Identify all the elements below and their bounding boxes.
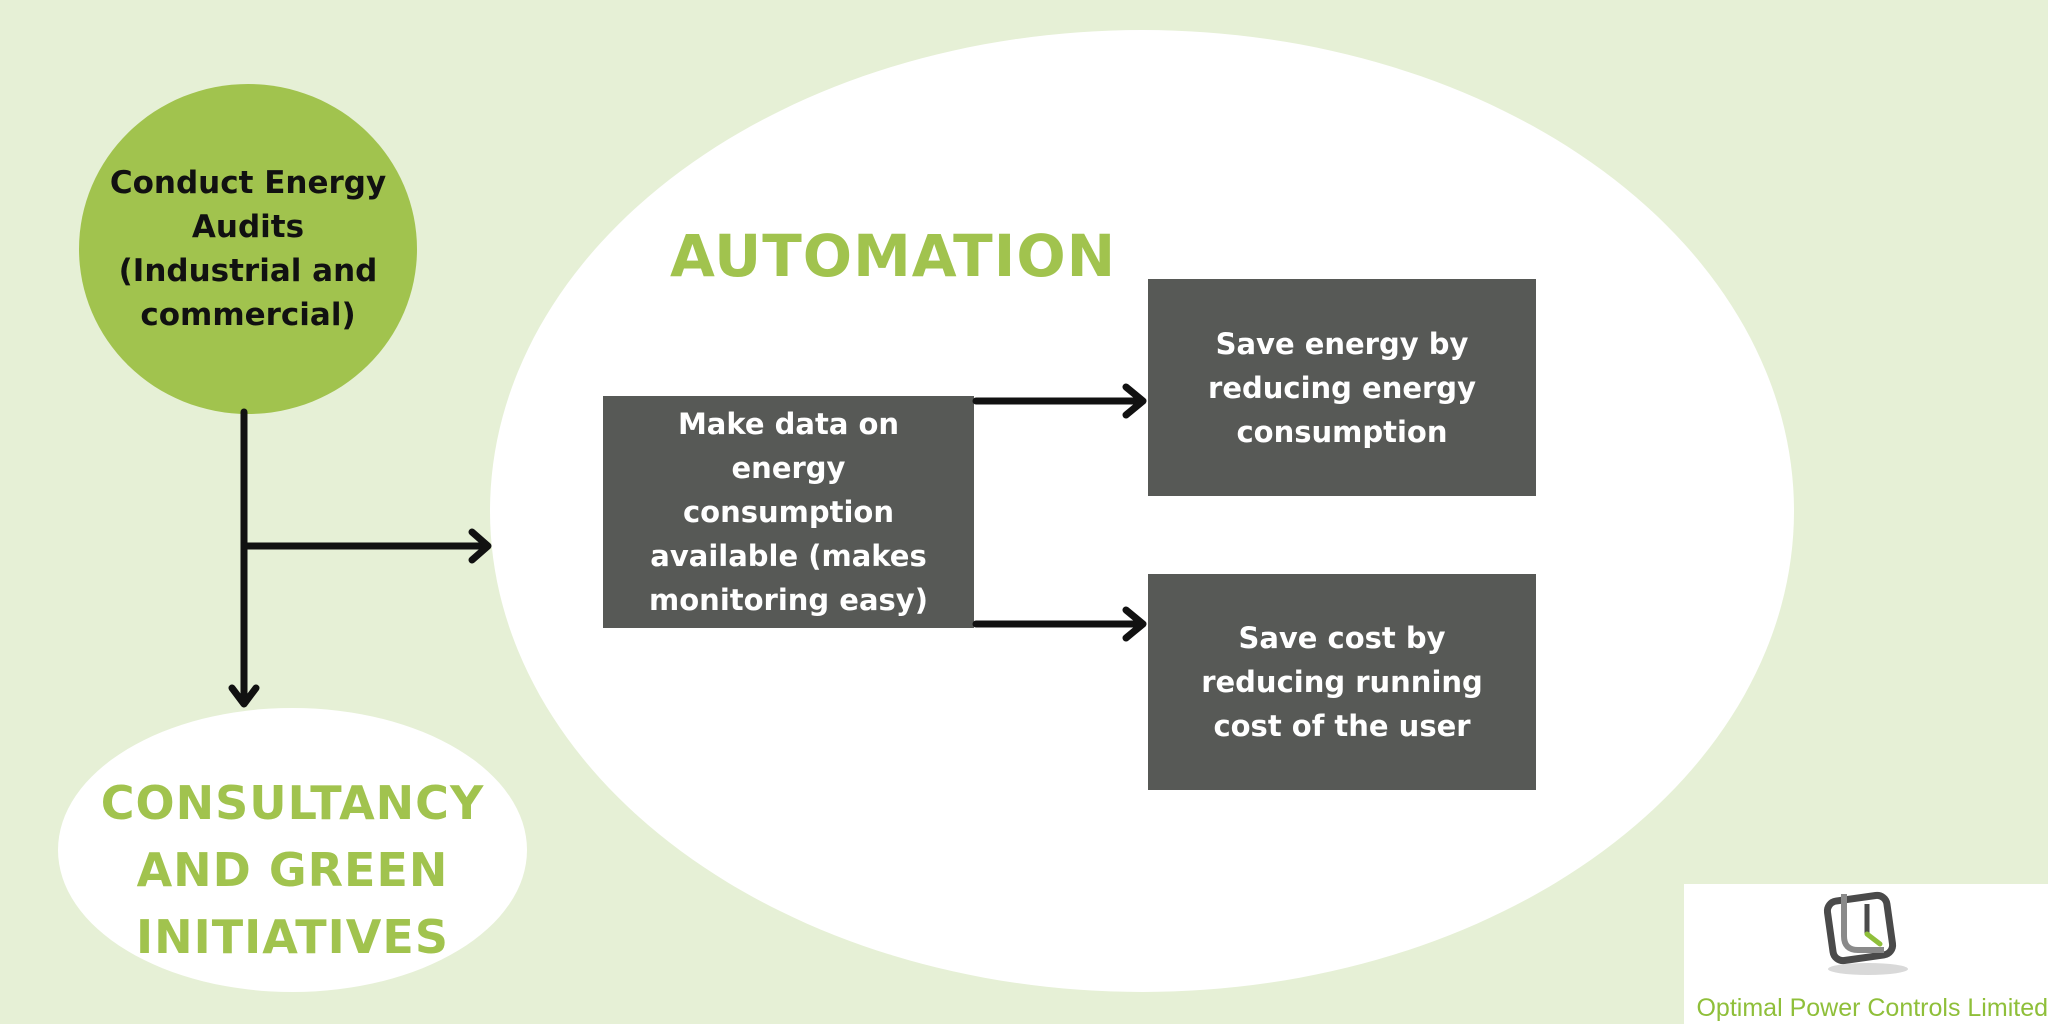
automation-title: AUTOMATION bbox=[670, 222, 1117, 290]
data-to-energy-arrowhead bbox=[1122, 383, 1147, 419]
save-energy-label: Save energy by reducing energy consumpti… bbox=[1208, 326, 1476, 449]
company-logo bbox=[1684, 884, 2048, 1024]
audit-node: Conduct Energy Audits (Industrial and co… bbox=[79, 84, 417, 414]
audit-to-consultancy-arrowhead bbox=[228, 684, 260, 708]
consultancy-ellipse bbox=[58, 708, 527, 992]
company-name: Optimal Power Controls Limited bbox=[1696, 994, 2048, 1022]
data-availability-box: Make data on energy consumption availabl… bbox=[603, 396, 974, 628]
save-cost-box: Save cost by reducing running cost of th… bbox=[1148, 574, 1536, 790]
square-clock-icon bbox=[1823, 891, 1908, 975]
audit-to-automation-arrowhead bbox=[468, 528, 492, 564]
save-energy-box: Save energy by reducing energy consumpti… bbox=[1148, 279, 1536, 496]
data-to-cost-arrowhead bbox=[1122, 606, 1147, 642]
data-availability-label: Make data on energy consumption availabl… bbox=[649, 407, 928, 617]
audit-node-label: Conduct Energy Audits (Industrial and co… bbox=[109, 165, 387, 333]
consultancy-title: CONSULTANCY AND GREEN INITIATIVES bbox=[100, 776, 485, 964]
save-cost-label: Save cost by reducing running cost of th… bbox=[1201, 621, 1483, 743]
